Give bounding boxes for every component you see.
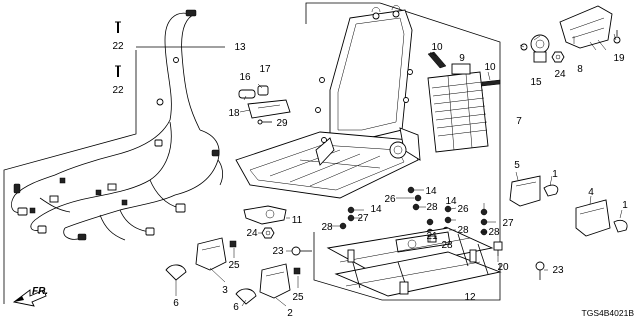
cap-6-upper (165, 264, 187, 281)
callout-1-upper: 1 (552, 169, 558, 180)
bezel-16 (238, 89, 256, 99)
lever-11 (243, 205, 287, 225)
callout-24-lower: 24 (246, 228, 258, 239)
callout-28-e: 28 (441, 240, 453, 251)
cover-3 (195, 237, 227, 271)
lumbar-support-9 (427, 63, 489, 153)
callout-5: 5 (514, 160, 520, 171)
cover-4 (575, 199, 611, 237)
callout-24-upper: 24 (554, 69, 566, 80)
callout-7: 7 (516, 116, 522, 127)
bracket-frame-12 (313, 232, 501, 301)
nut-24-lower (261, 227, 275, 239)
cover-8 (559, 5, 613, 51)
clip-22-lower (115, 65, 121, 77)
callout-9: 9 (459, 53, 465, 64)
bolt-23-left (291, 246, 312, 256)
callout-23-right: 23 (552, 265, 564, 276)
callout-10-right: 10 (484, 62, 496, 73)
callout-14-b: 14 (370, 204, 382, 215)
cover-5 (509, 175, 541, 207)
front-arrow-icon (12, 289, 47, 307)
seat-frame (235, 5, 421, 199)
clip-10-left (427, 51, 447, 69)
seat-rail-12 (326, 227, 502, 297)
callout-labels: 22 22 13 16 17 18 29 10 9 10 7 15 24 8 1… (112, 41, 628, 319)
callout-2: 2 (287, 308, 293, 319)
callout-25-upper: 25 (228, 260, 240, 271)
callout-8: 8 (577, 64, 583, 75)
callout-21: 21 (426, 231, 438, 242)
callout-10-left: 10 (431, 42, 443, 53)
callout-4: 4 (588, 187, 594, 198)
cap-6-lower (235, 288, 257, 305)
callout-25-lower: 25 (292, 292, 304, 303)
callout-22-lower: 22 (112, 85, 124, 96)
callout-28-c: 28 (321, 222, 333, 233)
callout-19: 19 (613, 53, 625, 64)
clip-1-upper (543, 184, 559, 197)
motor-15 (520, 34, 550, 63)
switch-21 (427, 235, 437, 243)
callout-12: 12 (464, 292, 476, 303)
callout-18: 18 (228, 108, 240, 119)
clip-1-lower (613, 219, 628, 233)
callout-14-c: 14 (445, 196, 457, 207)
frame-bracket-right (379, 2, 501, 250)
callout-14-a: 14 (425, 186, 437, 197)
front-label: FR. (32, 286, 48, 297)
callout-11: 11 (292, 215, 303, 226)
callout-20: 20 (497, 262, 509, 273)
callout-16: 16 (239, 72, 251, 83)
clip-10-right (481, 79, 501, 87)
nut-24-upper (551, 51, 565, 63)
callout-27-a: 27 (357, 213, 369, 224)
clip-25-upper (229, 240, 237, 248)
callout-15: 15 (530, 77, 542, 88)
callout-29: 29 (276, 118, 288, 129)
callout-6-upper: 6 (173, 298, 179, 309)
drawing-code: TGS4B4021B (582, 308, 635, 318)
clip-22-upper (115, 21, 121, 33)
callout-28-a: 28 (426, 202, 438, 213)
switch-18 (247, 99, 291, 119)
callout-1-lower: 1 (622, 200, 628, 211)
callout-26-b: 26 (457, 204, 469, 215)
callout-28-b: 28 (457, 225, 469, 236)
callout-28-d: 28 (488, 227, 500, 238)
wire-harness (11, 9, 224, 241)
callout-26-a: 26 (384, 194, 396, 205)
cover-2 (259, 263, 291, 299)
harness-bracket (3, 46, 225, 304)
callout-3: 3 (222, 285, 228, 296)
callout-6-lower: 6 (233, 302, 239, 313)
knob-17 (257, 85, 269, 96)
screw-29 (257, 119, 272, 125)
callout-22-upper: 22 (112, 41, 124, 52)
frame-bracket-left (305, 2, 380, 24)
part-20 (493, 241, 503, 256)
clip-25-lower (293, 267, 301, 275)
bolt-23-right (535, 261, 545, 280)
callout-13: 13 (234, 42, 246, 53)
callout-23-left: 23 (272, 246, 284, 257)
callout-17: 17 (259, 64, 271, 75)
leader-lines (175, 33, 623, 307)
callout-27-b: 27 (502, 218, 514, 229)
